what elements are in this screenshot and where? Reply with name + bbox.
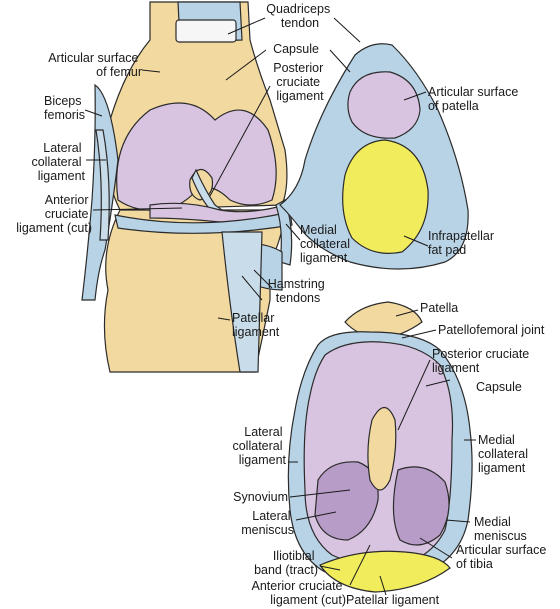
label-posterior-cruciate-top: Posterior cruciate ligament — [273, 61, 327, 103]
tibial-plateau-illustration — [287, 301, 473, 593]
label-patella: Patella — [420, 301, 458, 315]
label-capsule-top: Capsule — [273, 42, 319, 56]
label-medial-collateral-bottom: Medial collateral ligament — [478, 433, 532, 475]
label-synovium: Synovium — [233, 490, 288, 504]
label-iliotibial-band: Iliotibial band (tract) — [254, 549, 318, 577]
patellar-ligament-shape — [221, 231, 263, 373]
label-articular-surface-tibia: Articular surface of tibia — [456, 543, 550, 571]
opened-knee-illustration — [81, 1, 469, 373]
lateral-meniscus-shape — [314, 461, 379, 541]
medial-collateral-shape — [275, 199, 293, 266]
label-patellar-ligament-top: Patellar ligament — [232, 311, 280, 339]
label-biceps-femoris: Biceps femoris — [44, 94, 85, 122]
capsule-lateral — [81, 83, 119, 301]
label-articular-surface-patella: Articular surface of patella — [428, 85, 522, 113]
label-posterior-cruciate-bottom: Posterior cruciate ligament — [432, 347, 533, 375]
label-hamstring-tendons: Hamstring tendons — [268, 277, 328, 305]
label-patellofemoral-joint: Patellofemoral joint — [438, 323, 545, 337]
label-articular-surface-femur: Articular surface of femur — [48, 51, 142, 79]
cruciate-stump — [367, 406, 397, 491]
medial-meniscus-shape — [392, 466, 450, 546]
label-infrapatellar-fat-pad: Infrapatellar fat pad — [428, 229, 498, 257]
lateral-collateral-shape — [95, 129, 110, 241]
label-anterior-cruciate-top: Anterior cruciate ligament (cut) — [16, 193, 92, 235]
label-medial-collateral-top: Medial collateral ligament — [300, 223, 354, 265]
label-lateral-meniscus: Lateral meniscus — [241, 509, 294, 537]
labels: Quadriceps tendon Articular surface of f… — [16, 2, 550, 607]
label-anterior-cruciate-bottom: Anterior cruciate ligament (cut) — [252, 579, 347, 607]
label-quadriceps-tendon: Quadriceps tendon — [266, 2, 333, 30]
plateau-fat-pad — [319, 550, 451, 593]
label-patellar-ligament-bottom: Patellar ligament — [346, 593, 440, 607]
leader-lines — [84, 17, 476, 596]
label-lateral-collateral-top: Lateral collateral ligament — [31, 141, 85, 183]
label-medial-meniscus: Medial meniscus — [474, 515, 527, 543]
quadriceps-tendon-cut — [175, 19, 237, 43]
label-capsule-bottom: Capsule — [476, 380, 522, 394]
patella-articular-surface — [347, 71, 421, 139]
tibial-capsule — [114, 211, 293, 234]
infrapatellar-fat-pad — [342, 139, 429, 254]
label-lateral-collateral-bottom: Lateral collateral ligament — [232, 425, 286, 467]
